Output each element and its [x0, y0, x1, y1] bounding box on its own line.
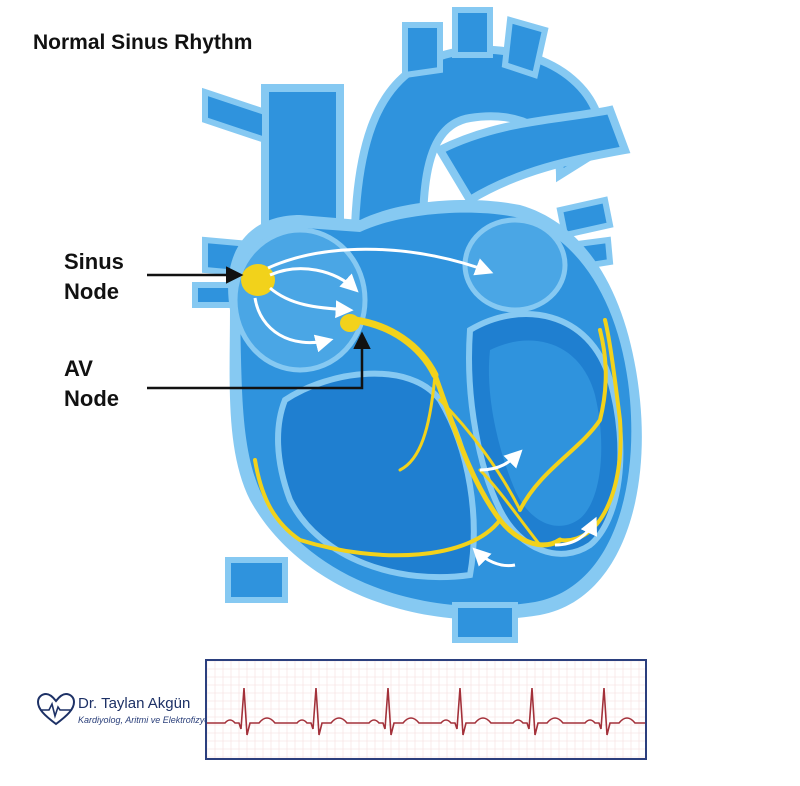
av-node-label: AV Node — [64, 354, 119, 414]
ecg-trace-area — [207, 661, 645, 758]
ecg-trace — [207, 687, 645, 736]
logo-subtitle: Kardiyolog, Aritmi ve Elektrofizyoloji — [78, 715, 221, 725]
sinus-node — [241, 264, 275, 296]
left-ventricle-inner — [488, 340, 602, 526]
av-node — [340, 314, 360, 332]
sinus-label-line2: Node — [64, 279, 119, 304]
sinus-node-label: Sinus Node — [64, 247, 124, 307]
left-atrium — [462, 217, 568, 313]
heart-logo-icon — [36, 693, 76, 726]
av-label-line1: AV — [64, 356, 93, 381]
sinus-label-line1: Sinus — [64, 249, 124, 274]
label-pointers — [147, 266, 371, 390]
right-ventricle — [275, 370, 477, 581]
heart-diagram — [147, 7, 642, 643]
av-label-line2: Node — [64, 386, 119, 411]
diagram-title: Normal Sinus Rhythm — [33, 31, 253, 54]
logo-name: Dr. Taylan Akgün — [78, 695, 191, 712]
impulse-arrows — [253, 247, 598, 568]
ecg-strip — [205, 659, 647, 760]
